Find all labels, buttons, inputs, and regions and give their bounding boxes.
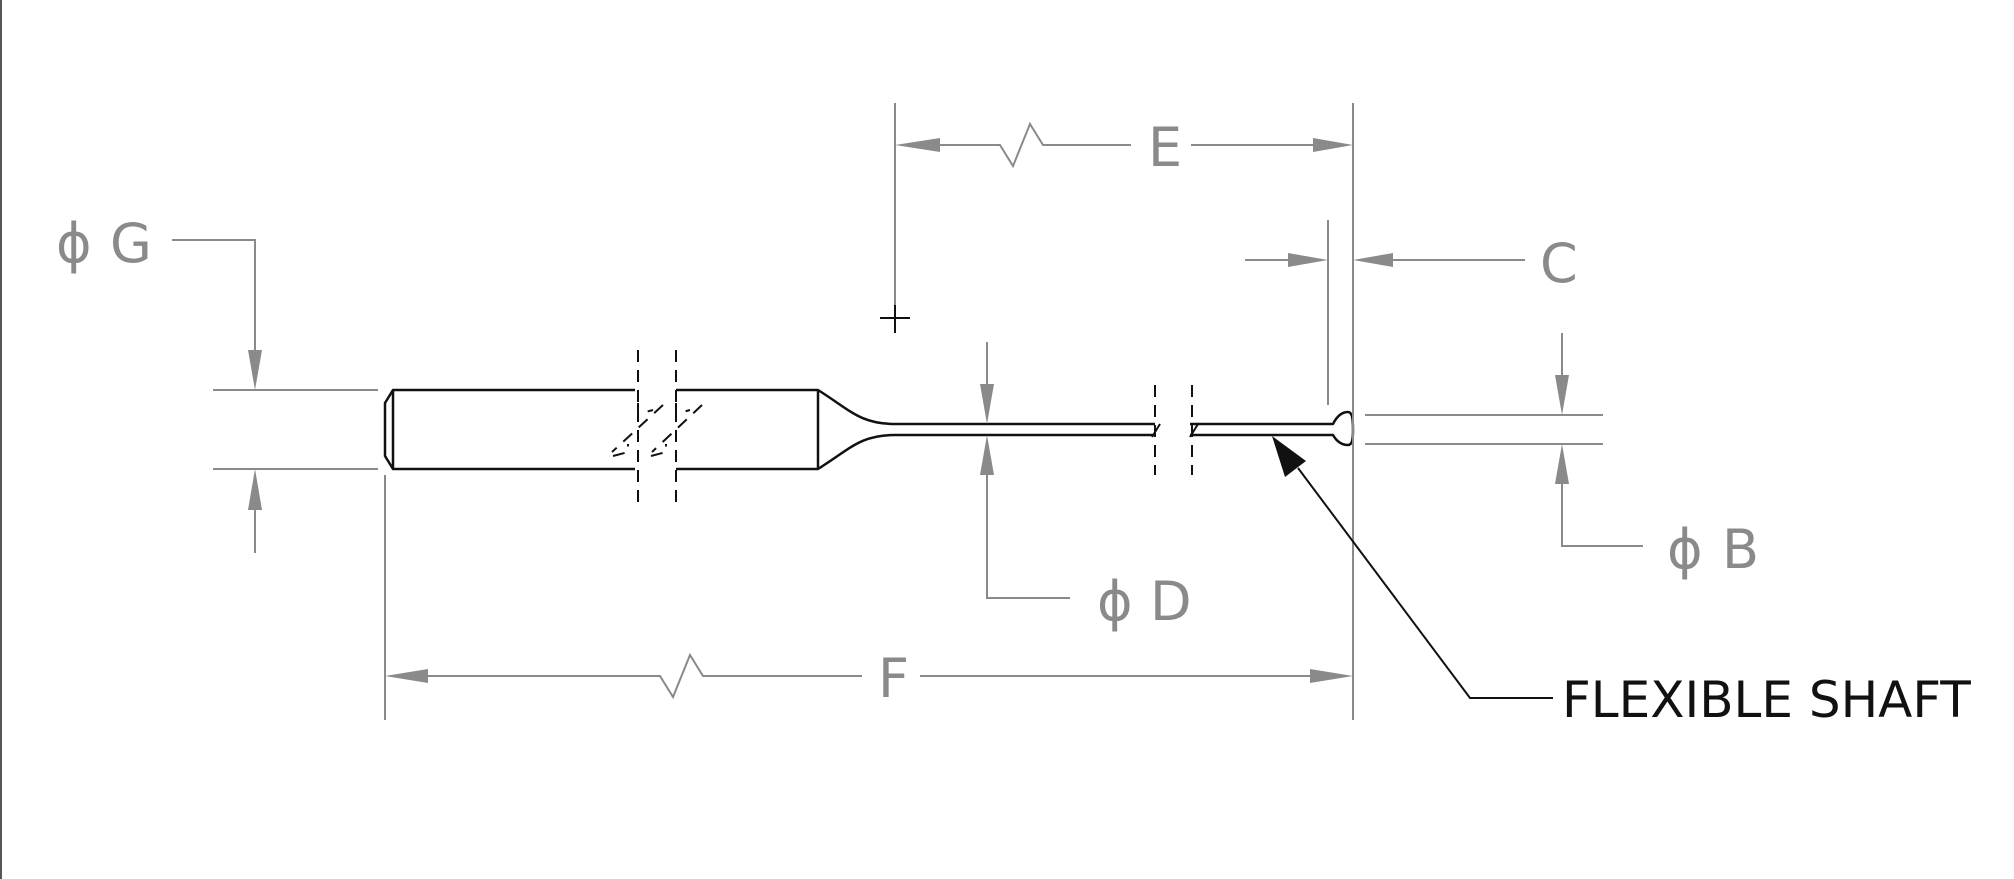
leader-arrowhead — [1272, 436, 1306, 477]
dim-d-symbol: ϕ — [1097, 570, 1133, 633]
flexible-shaft-label: FLEXIBLE SHAFT — [1562, 671, 1971, 729]
dimension-e — [894, 103, 1354, 720]
dimension-f — [384, 475, 1353, 720]
dim-f-letter: F — [878, 647, 909, 710]
shaft-right-outline — [1190, 410, 1355, 447]
shank-left-outline — [383, 388, 635, 471]
dim-d-letter: D — [1150, 570, 1192, 633]
dim-b-symbol: ϕ — [1667, 518, 1703, 581]
dimension-b — [1365, 333, 1643, 547]
shank-right-outline — [676, 388, 1155, 426]
dimension-g — [172, 239, 378, 553]
shank-break-marks — [611, 350, 703, 510]
dim-c-letter: C — [1540, 232, 1578, 295]
shaft-break-marks — [1154, 385, 1193, 475]
dimension-d — [980, 342, 1070, 599]
shank-right-lower-outline — [676, 433, 1155, 471]
dim-b-letter: B — [1722, 518, 1759, 581]
dim-g-symbol: ϕ — [56, 212, 92, 275]
flexible-shaft-leader — [1272, 436, 1553, 699]
origin-cross-mark — [880, 303, 910, 333]
end-mill-part — [383, 388, 1355, 471]
dim-e-letter: E — [1148, 116, 1182, 179]
dimension-c — [1245, 220, 1525, 405]
dim-g-letter: G — [110, 212, 152, 275]
